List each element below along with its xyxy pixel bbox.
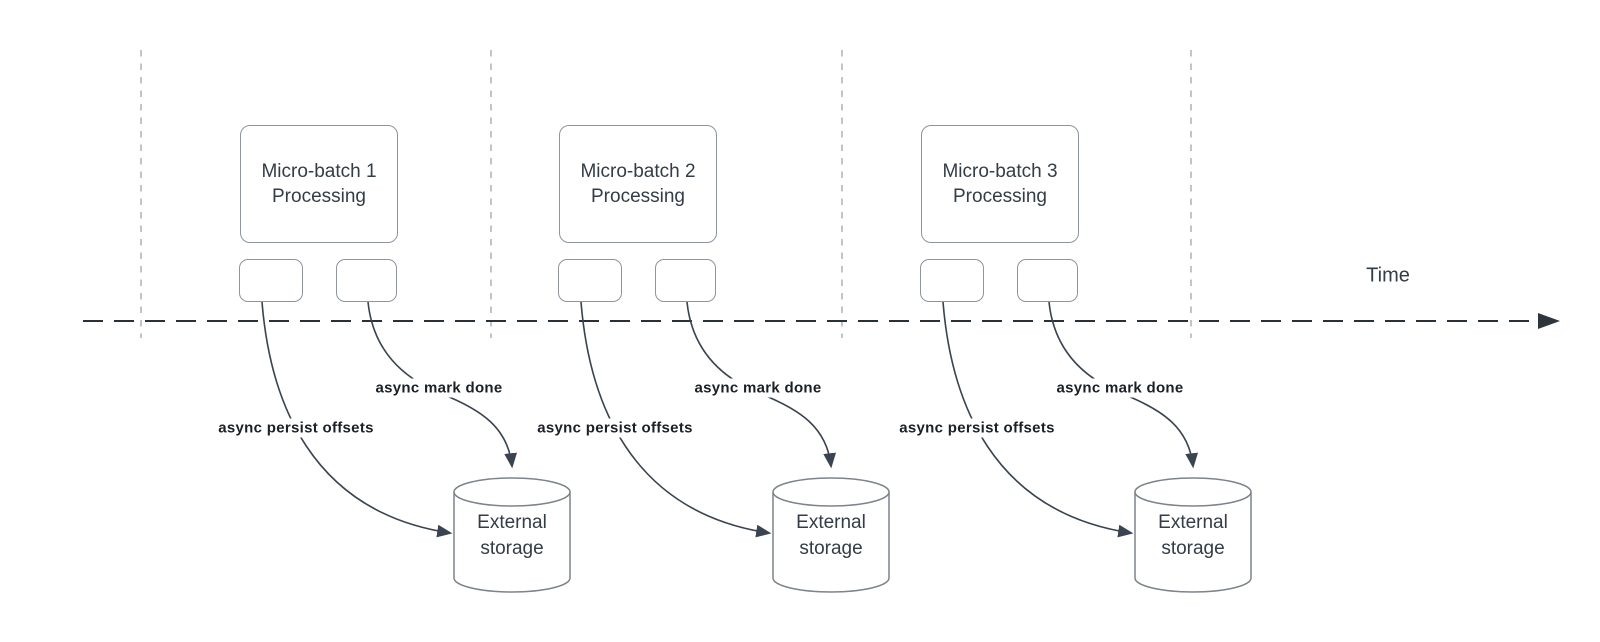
batch3-mark-done-label: async mark done — [1053, 378, 1187, 398]
batch1-external-storage-label: External storage — [460, 510, 564, 562]
storage-label-line1: External — [1158, 512, 1228, 533]
batch1-persist-offsets-arrow — [261, 301, 453, 538]
storage-label-line2: storage — [480, 538, 544, 559]
box-label-line2: Processing — [953, 186, 1047, 207]
cylinder-top — [453, 477, 571, 507]
box-label-line1: Micro-batch 1 — [261, 161, 377, 182]
batch2-external-storage-label: External storage — [779, 510, 883, 562]
batch1-task-rect-left — [239, 259, 303, 302]
cylinder-body — [772, 492, 890, 593]
batch3-persist-offsets-arrow — [942, 301, 1134, 538]
cylinder-body — [1134, 492, 1252, 593]
batch1-task-rect-right — [336, 259, 397, 302]
micro-batch-3-processing-box: Micro-batch 3 Processing — [921, 125, 1079, 243]
batch3-persist-offsets-label: async persist offsets — [896, 418, 1058, 438]
box-label-line2: Processing — [591, 186, 685, 207]
box-label-line1: Micro-batch 3 — [942, 161, 1058, 182]
batch3-task-rect-right — [1017, 259, 1078, 302]
time-axis-label: Time — [1366, 264, 1410, 287]
batch1-external-storage-cylinder — [453, 477, 571, 593]
micro-batch-2-processing-box: Micro-batch 2 Processing — [559, 125, 717, 243]
batch2-persist-offsets-label: async persist offsets — [534, 418, 696, 438]
batch3-external-storage-label: External storage — [1141, 510, 1245, 562]
batch2-persist-offsets-arrow — [580, 301, 772, 538]
batch1-mark-done-label: async mark done — [372, 378, 506, 398]
storage-label-line2: storage — [799, 538, 863, 559]
box-label-line1: Micro-batch 2 — [580, 161, 696, 182]
batch2-mark-done-label: async mark done — [691, 378, 825, 398]
batch2-task-rect-left — [558, 259, 622, 302]
cylinder-top — [1134, 477, 1252, 507]
cylinder-body — [453, 492, 571, 593]
batch3-external-storage-cylinder — [1134, 477, 1252, 593]
box-label-line2: Processing — [272, 186, 366, 207]
storage-label-line2: storage — [1161, 538, 1225, 559]
batch2-task-rect-right — [655, 259, 716, 302]
batch1-persist-offsets-label: async persist offsets — [215, 418, 377, 438]
cylinder-top — [772, 477, 890, 507]
storage-label-line1: External — [477, 512, 547, 533]
storage-label-line1: External — [796, 512, 866, 533]
micro-batch-1-processing-box: Micro-batch 1 Processing — [240, 125, 398, 243]
batch3-task-rect-left — [920, 259, 984, 302]
batch2-external-storage-cylinder — [772, 477, 890, 593]
